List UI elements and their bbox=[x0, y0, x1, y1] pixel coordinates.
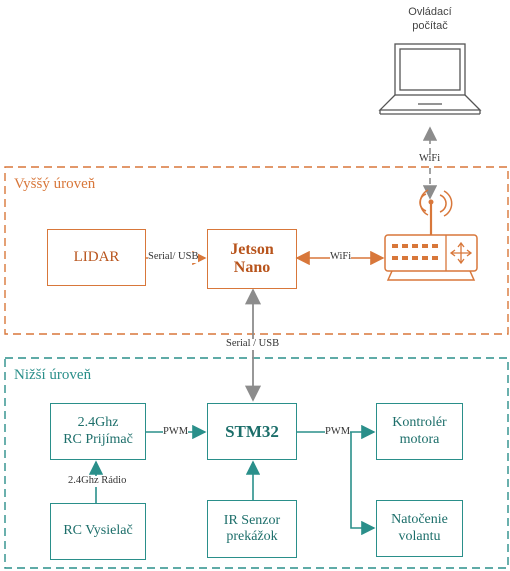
steering-line1: Natočenie bbox=[391, 512, 448, 528]
stm32-label: STM32 bbox=[225, 421, 279, 441]
rc-transmitter-node: RC Vysielač bbox=[50, 503, 146, 560]
jetson-router-label: WiFi bbox=[330, 251, 352, 263]
ir-line2: prekážok bbox=[226, 529, 278, 544]
lidar-node: LIDAR bbox=[47, 229, 146, 286]
computer-label-line1: Ovládací bbox=[408, 6, 452, 18]
motor-line1: Kontrolér bbox=[392, 415, 447, 431]
motor-controller-node: Kontrolér motora bbox=[376, 403, 463, 460]
jetson-stm32-label: Serial / USB bbox=[226, 338, 280, 350]
upper-zone-title: Vyššý úroveň bbox=[14, 176, 96, 192]
rc-transmitter-label: RC Vysielač bbox=[63, 523, 133, 539]
lidar-jetson-label: Serial/ USB bbox=[148, 251, 199, 263]
jetson-label-line1: Jetson bbox=[230, 240, 274, 258]
rc-receiver-node: 2.4Ghz RC Prijímač bbox=[50, 403, 146, 460]
rc-radio-label: 2.4Ghz Rádio bbox=[68, 475, 127, 487]
motor-line2: motora bbox=[399, 431, 440, 447]
steering-node: Natočenie volantu bbox=[376, 500, 463, 557]
upper-zone-border bbox=[4, 166, 509, 335]
rc-receiver-line2: RC Prijímač bbox=[63, 431, 133, 447]
computer-label: Ovládací počítač bbox=[395, 6, 465, 34]
jetson-label-line2: Nano bbox=[233, 259, 271, 276]
ir-line1: IR Senzor bbox=[223, 512, 281, 528]
stm32-out-label: PWM bbox=[325, 426, 351, 438]
lidar-label: LIDAR bbox=[73, 248, 120, 265]
computer-label-line2: počítač bbox=[412, 19, 448, 32]
steering-line2: volantu bbox=[398, 528, 441, 544]
lower-zone-title: Nižší úroveň bbox=[14, 367, 92, 383]
rc-stm32-label: PWM bbox=[163, 426, 189, 438]
wifi-router-icon bbox=[384, 189, 478, 281]
rc-receiver-line1: 2.4Ghz bbox=[77, 415, 119, 431]
laptop-icon bbox=[378, 43, 482, 115]
ir-sensor-node: IR Senzor prekážok bbox=[207, 500, 297, 558]
wifi-computer-label: WiFi bbox=[419, 153, 441, 165]
stm32-node: STM32 bbox=[207, 403, 297, 460]
jetson-nano-node: Jetson Nano bbox=[207, 229, 297, 289]
stm32-steering-connector bbox=[350, 432, 376, 536]
